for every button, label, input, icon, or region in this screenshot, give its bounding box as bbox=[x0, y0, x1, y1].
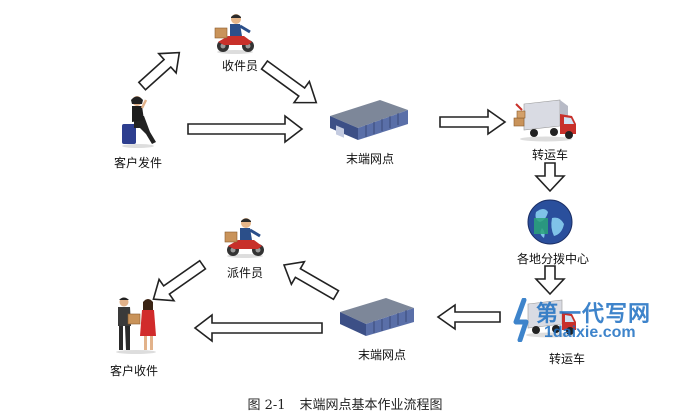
figure-caption: 图 2-1 末端网点基本作业流程图 bbox=[0, 394, 690, 413]
watermark-text: 第一代写网 bbox=[536, 301, 652, 326]
node-label-customer-send: 客户发件 bbox=[113, 156, 163, 170]
courier-scooter-icon bbox=[214, 14, 254, 54]
arrow-outlet-to-customer bbox=[193, 313, 323, 343]
node-label-dispatcher: 派件员 bbox=[226, 266, 264, 280]
warehouse-icon bbox=[340, 298, 414, 336]
truck-icon bbox=[513, 99, 576, 142]
watermark-logo-icon bbox=[513, 298, 529, 342]
node-label-transfer-truck-top: 转运车 bbox=[531, 148, 569, 162]
truck-icon bbox=[526, 299, 576, 338]
warehouse-icon bbox=[330, 100, 408, 140]
node-label-terminal-outlet-top: 末端网点 bbox=[345, 152, 395, 166]
globe-icon bbox=[527, 199, 573, 245]
watermark-url: 1daixie.com bbox=[544, 324, 636, 341]
arrow-outlet-to-dispatcher bbox=[282, 260, 340, 301]
arrow-customer-to-outlet bbox=[187, 114, 304, 144]
node-label-transfer-truck-bottom: 转运车 bbox=[548, 352, 586, 366]
node-label-sorting-center: 各地分拨中心 bbox=[516, 252, 590, 266]
customer-sending-icon bbox=[122, 96, 156, 148]
arrow-truck-to-outlet bbox=[436, 303, 501, 331]
node-label-collector: 收件员 bbox=[221, 59, 259, 73]
node-label-terminal-outlet-bottom: 末端网点 bbox=[357, 348, 407, 362]
arrow-outlet-to-truck bbox=[439, 108, 507, 136]
figure-title: 末端网点基本作业流程图 bbox=[299, 398, 443, 413]
figure-number: 图 2-1 bbox=[247, 398, 286, 413]
arrow-center-to-truck bbox=[534, 265, 566, 296]
node-label-customer-receive: 客户收件 bbox=[109, 364, 159, 378]
arrow-truck-to-center bbox=[534, 162, 566, 193]
watermark: 第一代写网 1daixie.com bbox=[510, 296, 680, 346]
courier-scooter-icon bbox=[224, 218, 264, 258]
arrow-dispatcher-to-customer bbox=[152, 259, 207, 302]
arrow-collector-to-outlet bbox=[260, 59, 318, 104]
customer-receiving-icon bbox=[116, 297, 156, 354]
arrow-customer-to-collector bbox=[137, 51, 181, 91]
